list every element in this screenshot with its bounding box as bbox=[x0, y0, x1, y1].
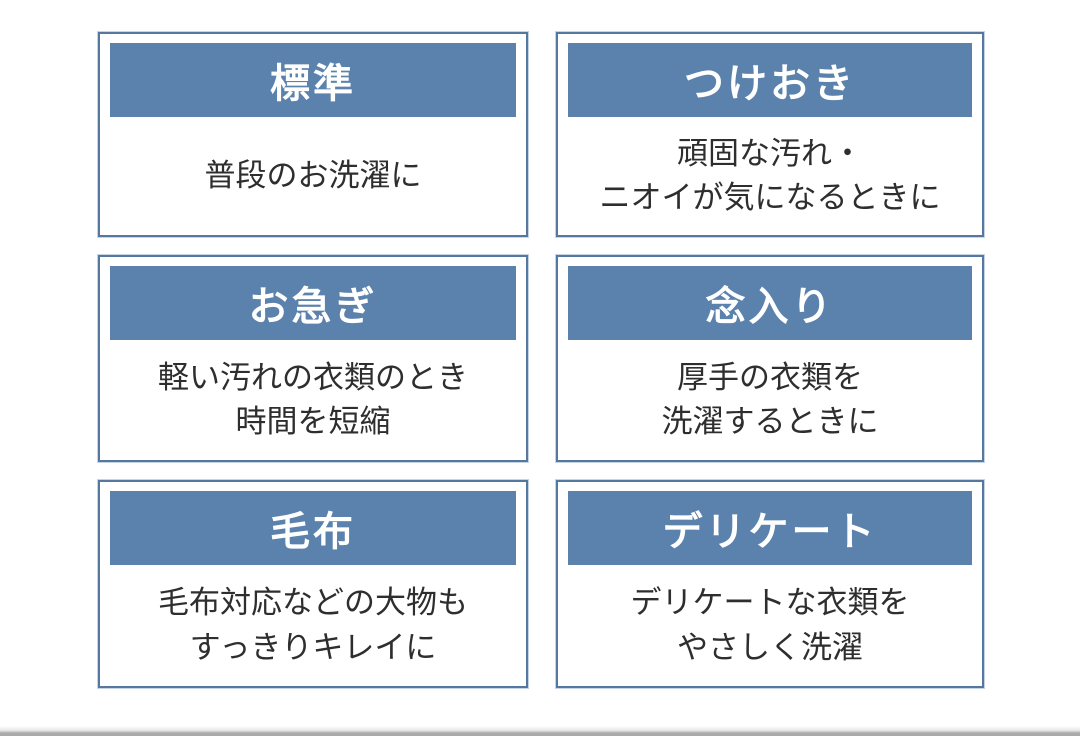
course-card-blanket: 毛布 毛布対応などの大物も すっきりキレイに bbox=[98, 480, 528, 688]
course-title: つけおき bbox=[684, 62, 856, 106]
course-description: デリケートな衣類を やさしく洗濯 bbox=[558, 565, 982, 686]
course-description: 頑固な汚れ・ ニオイが気になるときに bbox=[558, 117, 982, 235]
description-line: 軽い汚れの衣類のとき bbox=[158, 359, 468, 395]
course-card-quick: お急ぎ 軽い汚れの衣類のとき 時間を短縮 bbox=[98, 255, 528, 462]
description-line: 普段のお洗濯に bbox=[204, 157, 422, 193]
description-line: 毛布対応などの大物も bbox=[158, 585, 468, 621]
course-description: 普段のお洗濯に bbox=[100, 117, 526, 235]
course-card-soak: つけおき 頑固な汚れ・ ニオイが気になるときに bbox=[556, 32, 984, 237]
description-line: ニオイが気になるときに bbox=[599, 180, 941, 215]
course-title-bar: 毛布 bbox=[110, 491, 516, 565]
course-card-thorough: 念入り 厚手の衣類を 洗濯するときに bbox=[556, 255, 984, 462]
description-line: 厚手の衣類を bbox=[677, 359, 863, 395]
course-description: 軽い汚れの衣類のとき 時間を短縮 bbox=[100, 340, 526, 460]
course-title-bar: お急ぎ bbox=[110, 266, 516, 340]
course-title: お急ぎ bbox=[248, 285, 378, 329]
description-line: すっきりキレイに bbox=[189, 629, 437, 665]
course-title: 毛布 bbox=[270, 510, 356, 554]
description-line: 時間を短縮 bbox=[235, 404, 391, 439]
course-title: 標準 bbox=[270, 62, 356, 106]
course-title: デリケート bbox=[662, 510, 878, 554]
course-description: 厚手の衣類を 洗濯するときに bbox=[558, 340, 982, 460]
description-line: 洗濯するときに bbox=[661, 404, 879, 439]
course-card-standard: 標準 普段のお洗濯に bbox=[98, 32, 528, 237]
description-line: デリケートな衣類を bbox=[630, 585, 910, 621]
course-title-bar: 念入り bbox=[568, 266, 972, 340]
course-title: 念入り bbox=[705, 285, 835, 329]
course-card-delicate: デリケート デリケートな衣類を やさしく洗濯 bbox=[556, 480, 984, 688]
course-title-bar: 標準 bbox=[110, 43, 516, 117]
description-line: 頑固な汚れ・ bbox=[677, 135, 863, 171]
course-grid: 標準 普段のお洗濯に つけおき 頑固な汚れ・ ニオイが気になるときに お急ぎ 軽… bbox=[98, 32, 984, 688]
course-title-bar: デリケート bbox=[568, 491, 972, 565]
course-description: 毛布対応などの大物も すっきりキレイに bbox=[100, 565, 526, 686]
course-title-bar: つけおき bbox=[568, 43, 972, 117]
bottom-edge-bar bbox=[0, 726, 1080, 736]
description-line: やさしく洗濯 bbox=[677, 629, 863, 665]
